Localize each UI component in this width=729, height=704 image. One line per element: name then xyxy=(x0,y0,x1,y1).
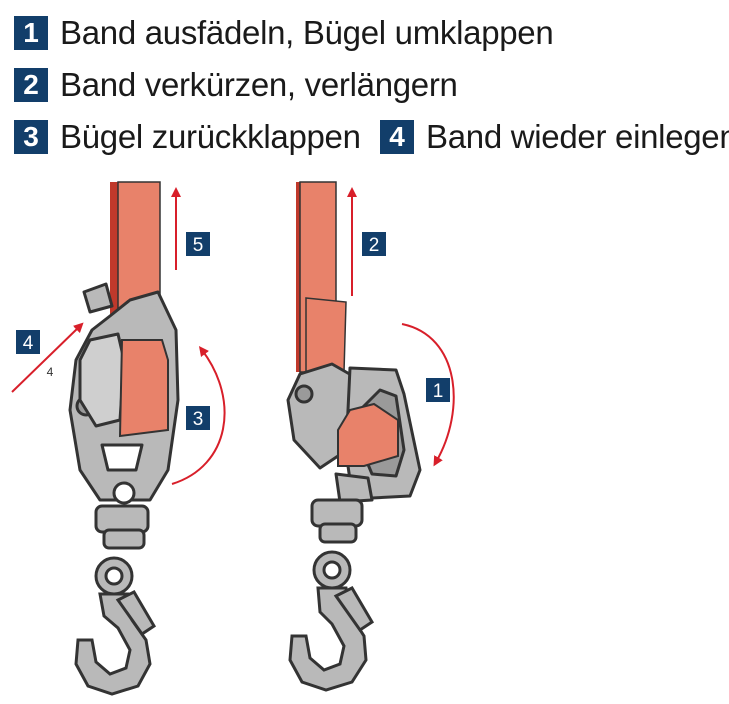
left-hook xyxy=(74,590,157,696)
callout-4-badge xyxy=(16,330,40,354)
step-4-label: Band wieder einlegen xyxy=(426,118,729,155)
right-device-illustration: 2 1 xyxy=(286,181,455,692)
left-arrow-4 xyxy=(11,322,84,393)
callout-5-text: 5 xyxy=(193,235,204,256)
right-strap xyxy=(296,181,347,373)
callout-4-small-text: 4 xyxy=(47,365,54,379)
step-1: 1 Band ausfädeln, Bügel umklappen xyxy=(14,14,554,52)
callout-2-text: 2 xyxy=(369,235,380,256)
callout-1-text: 1 xyxy=(433,381,444,402)
step-2-label: Band verkürzen, verlängern xyxy=(60,66,458,103)
step-1-label: Band ausfädeln, Bügel umklappen xyxy=(60,14,554,51)
left-chain xyxy=(94,504,150,596)
right-chain xyxy=(310,498,364,590)
left-device-illustration: 5 4 4 3 xyxy=(11,181,226,696)
step-3-number-badge: 3 xyxy=(14,120,48,154)
callout-1-badge xyxy=(426,378,450,402)
step-1-number-badge: 1 xyxy=(14,16,48,50)
callout-3-text: 3 xyxy=(193,409,204,430)
right-arrow-1 xyxy=(401,323,455,467)
right-hook xyxy=(288,586,375,692)
step-4-number-badge: 4 xyxy=(380,120,414,154)
left-strap-wrap xyxy=(118,339,169,438)
right-strap-wrap xyxy=(337,402,399,467)
step-3-label: Bügel zurückklappen xyxy=(60,118,361,155)
callout-2-badge xyxy=(362,232,386,256)
step-2: 2 Band verkürzen, verlängern xyxy=(14,66,458,104)
step-4: 4 Band wieder einlegen xyxy=(380,118,729,156)
step-3: 3 Bügel zurückklappen xyxy=(14,118,361,156)
callout-4-text: 4 xyxy=(23,333,34,354)
callout-3-badge xyxy=(186,406,210,430)
callout-5-badge xyxy=(186,232,210,256)
step-2-number-badge: 2 xyxy=(14,68,48,102)
left-arrow-3 xyxy=(171,346,226,485)
